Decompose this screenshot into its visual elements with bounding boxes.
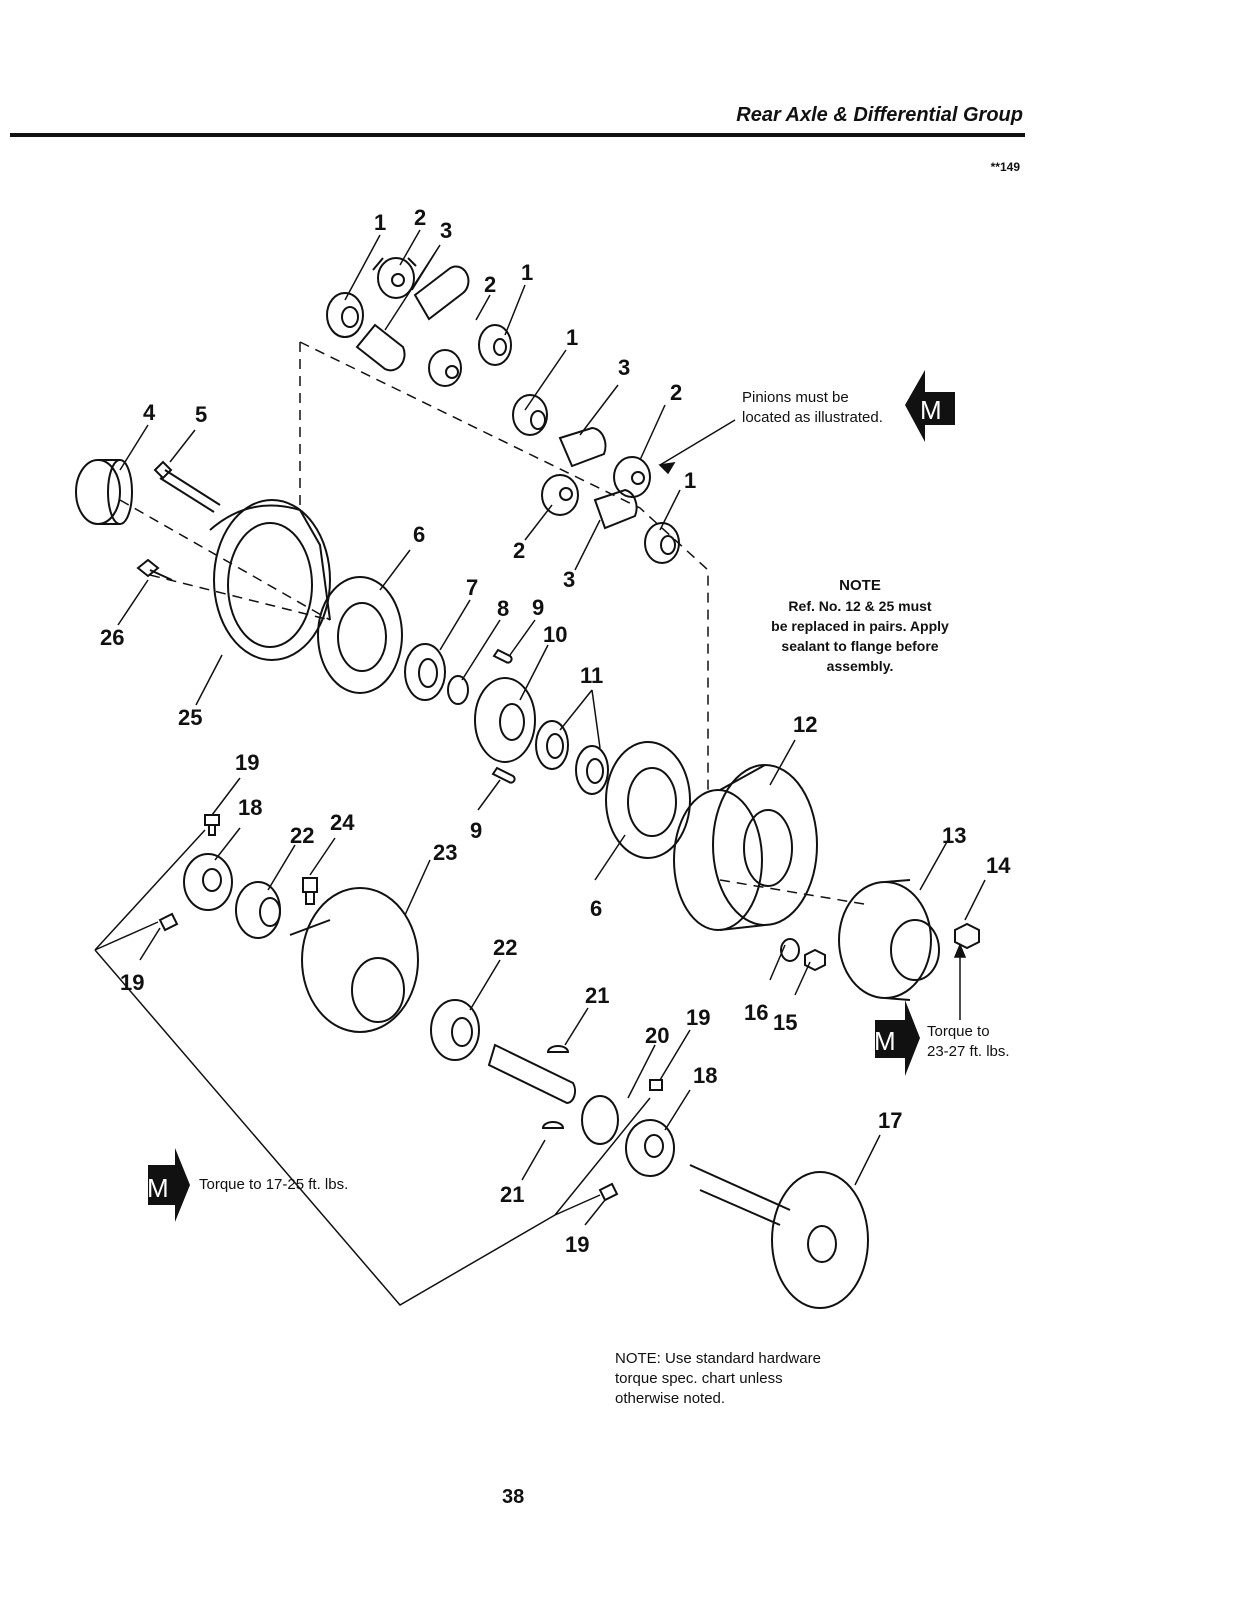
- callout-3: 3: [618, 355, 630, 380]
- m-badge-icon: M: [874, 1000, 920, 1076]
- callout-3: 3: [563, 567, 575, 592]
- callout-15: 15: [773, 1010, 797, 1035]
- lock-washer: [780, 938, 800, 962]
- shaft: [487, 1043, 577, 1105]
- callout-19: 19: [686, 1005, 710, 1030]
- collar-torque-note: Torque to 17-25 ft. lbs.: [199, 1176, 349, 1193]
- callout-24: 24: [330, 810, 355, 835]
- m-badge-icon: M: [147, 1148, 190, 1222]
- woodruff-key-lower: [541, 1121, 565, 1129]
- m-badge-icon: M: [905, 370, 955, 442]
- set-screw-lower: [598, 1182, 619, 1202]
- lube-fitting: [302, 877, 318, 905]
- callout-1: 1: [684, 468, 696, 493]
- callout-20: 20: [645, 1023, 669, 1048]
- reference-code: **149: [990, 160, 1020, 174]
- callout-19: 19: [565, 1232, 589, 1257]
- callout-2: 2: [513, 538, 525, 563]
- woodruff-key-upper: [546, 1045, 570, 1053]
- set-screw-upper: [649, 1079, 663, 1091]
- callout-6: 6: [413, 522, 425, 547]
- leader-lines: [94, 229, 986, 1306]
- callout-22: 22: [493, 935, 517, 960]
- callout-4: 4: [143, 400, 156, 425]
- seal-ring: [404, 643, 446, 701]
- hub-nut: [954, 922, 980, 950]
- set-screw-left: [158, 912, 179, 932]
- differential-case-half-right: [673, 764, 818, 931]
- callout-14: 14: [986, 853, 1011, 878]
- snap-ring: [447, 675, 469, 705]
- header-rule: [10, 133, 1025, 137]
- callout-1: 1: [566, 325, 578, 350]
- svg-text:M: M: [920, 395, 942, 425]
- bushing-upper: [235, 881, 281, 939]
- callout-19: 19: [235, 750, 259, 775]
- page-number: 38: [502, 1486, 525, 1508]
- nut: [804, 948, 826, 972]
- callout-9: 9: [532, 595, 544, 620]
- callout-1: 1: [374, 210, 386, 235]
- callout-26: 26: [100, 625, 124, 650]
- callout-2: 2: [414, 205, 426, 230]
- callout-21: 21: [585, 983, 609, 1008]
- assembly-axis-lines: [119, 341, 871, 906]
- callout-1: 1: [521, 260, 533, 285]
- callout-2: 2: [670, 380, 682, 405]
- callout-5: 5: [195, 402, 207, 427]
- callout-2: 2: [484, 272, 496, 297]
- gasket-plate-lower: [605, 741, 691, 859]
- callout-22: 22: [290, 823, 314, 848]
- callout-17: 17: [878, 1108, 902, 1133]
- callout-12: 12: [793, 712, 817, 737]
- section-title: Rear Axle & Differential Group: [736, 104, 1023, 126]
- callout-23: 23: [433, 840, 457, 865]
- differential-case-half: [209, 499, 331, 661]
- collar-lower: [625, 1119, 675, 1177]
- callout-13: 13: [942, 823, 966, 848]
- callout-25: 25: [178, 705, 202, 730]
- thrust-washers: [535, 720, 609, 795]
- callout-16: 16: [744, 1000, 768, 1025]
- gasket-plate-upper: [317, 576, 403, 694]
- callout-18: 18: [238, 795, 262, 820]
- callout-6: 6: [590, 896, 602, 921]
- callout-labels: 1 2 3 2 1 1 3 2 1 2 3 4 5 6 26 25 7 8 9 …: [100, 205, 1011, 1257]
- svg-text:M: M: [874, 1026, 896, 1056]
- callout-19: 19: [120, 970, 144, 995]
- callout-10: 10: [543, 622, 567, 647]
- svg-text:M: M: [147, 1173, 169, 1203]
- note-heading: NOTE: [839, 577, 881, 594]
- hub-torque-note: Torque to 23-27 ft. lbs.: [927, 1023, 1010, 1060]
- collar-upper: [183, 853, 233, 911]
- pairs-note: NOTE Ref. No. 12 & 25 must be replaced i…: [740, 576, 980, 676]
- callout-3: 3: [440, 218, 452, 243]
- key-lower: [491, 766, 516, 784]
- callout-11: 11: [580, 663, 603, 688]
- bushing-lower: [430, 999, 480, 1061]
- flange-bolt: [153, 460, 221, 513]
- callout-21: 21: [500, 1182, 524, 1207]
- axle-hub: [838, 879, 940, 1001]
- wheel-and-axle: [689, 1164, 869, 1309]
- pinion-gear-set: [326, 257, 680, 564]
- callout-7: 7: [466, 575, 478, 600]
- callout-9: 9: [470, 818, 482, 843]
- short-bolt: [136, 558, 173, 581]
- standard-hardware-note: NOTE: Use standard hardware torque spec.…: [615, 1350, 821, 1407]
- callout-8: 8: [497, 596, 509, 621]
- callout-18: 18: [693, 1063, 717, 1088]
- grease-fitting-upper: [204, 814, 220, 836]
- pinions-note: Pinions must be located as illustrated.: [742, 389, 883, 426]
- key-upper: [492, 648, 513, 664]
- center-gear: [474, 677, 536, 763]
- bearing-cup: [75, 459, 133, 525]
- sprocket-hub: [289, 887, 419, 1033]
- washer: [581, 1095, 619, 1145]
